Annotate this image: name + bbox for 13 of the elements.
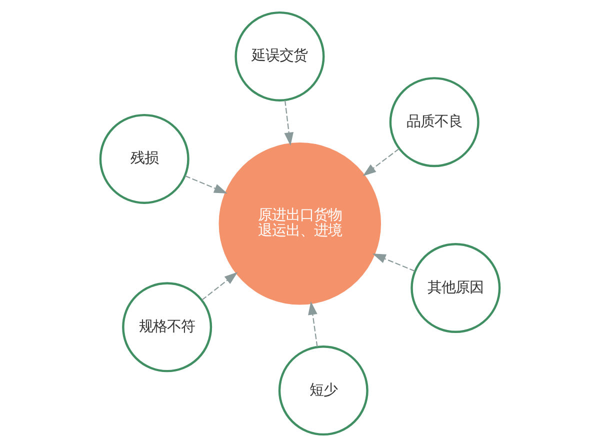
node-circle: 规格不符 [122, 282, 212, 372]
node-circle: 短少 [278, 346, 368, 436]
arrow [185, 175, 228, 194]
node-circle: 延误交货 [234, 11, 325, 102]
arrow [372, 254, 415, 272]
node-circle: 其他原因 [410, 242, 501, 333]
arrow [362, 148, 400, 176]
arrow [202, 272, 238, 300]
node-circle: 残损 [99, 114, 190, 204]
arrow [308, 301, 318, 347]
node-circle: 原进出口货物退运出、进境 [218, 142, 382, 305]
arrow [284, 100, 294, 146]
node-circle: 品质不良 [389, 77, 480, 168]
